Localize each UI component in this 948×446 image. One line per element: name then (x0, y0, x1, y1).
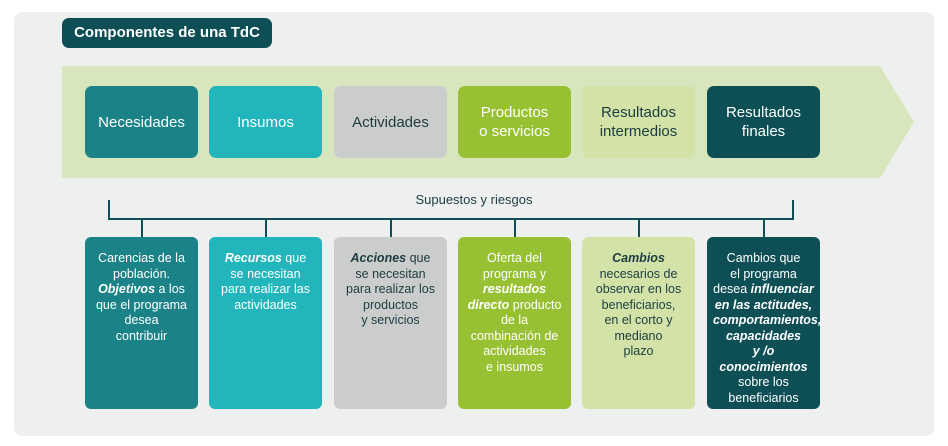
stage-necesidades: Necesidades (85, 86, 198, 158)
stage-actividades: Actividades (334, 86, 447, 158)
description-line: el programa (730, 266, 797, 281)
description-line: e insumos (486, 359, 543, 374)
stage-label-line: finales (741, 123, 786, 140)
stage-label-line: Necesidades (98, 113, 185, 131)
description-line: comportamientos, (713, 313, 822, 327)
description-line: Recursos que (224, 251, 307, 265)
description-line: en las actitudes, (714, 297, 813, 312)
description-line: beneficiarios (728, 390, 799, 405)
description-line: desea (124, 313, 159, 327)
description-line: para realizar los (346, 282, 435, 296)
description-line: capacidades (725, 328, 802, 343)
assumptions-risks-label: Supuestos y riesgos (415, 192, 533, 207)
description-line: sobre los (738, 375, 789, 389)
connector-line (762, 219, 765, 237)
description-line: plazo (623, 344, 654, 358)
stage-label-line: o servicios (479, 123, 550, 140)
description-line: necesarios de (599, 266, 678, 281)
bracket-left-end (108, 200, 110, 219)
description-line: actividades (483, 344, 546, 358)
stage-label-line: Actividades (352, 113, 429, 131)
description-line: actividades (234, 297, 297, 312)
description-line: se necesitan (230, 266, 301, 281)
stage-label-line: Resultados (725, 104, 802, 121)
description-line: programa y (482, 266, 547, 281)
stage-label-line: Resultados (600, 104, 677, 121)
connector-line (513, 219, 516, 237)
stage-label-line: intermedios (599, 123, 678, 140)
description-line: contribuir (115, 328, 168, 343)
description-line: Acciones que (350, 251, 431, 265)
description-line: mediano (614, 328, 663, 343)
description-line: observar en los (595, 282, 682, 296)
description-line: de la (500, 313, 529, 327)
description-line: población. (113, 266, 170, 281)
description-line: combinación de (470, 328, 559, 343)
stage-resultados-intermedios: Resultados intermedios (582, 86, 695, 158)
description-line: y /o (752, 344, 775, 358)
stage-insumos: Insumos (209, 86, 322, 158)
description-line: en el corto y (604, 313, 673, 327)
description-line: Cambios (612, 251, 665, 265)
description-line: desea influenciar (713, 282, 814, 296)
description-line: beneficiarios, (601, 297, 676, 312)
description-line: directo producto (467, 297, 562, 312)
connector-line (389, 219, 392, 237)
description-line: y servicios (361, 313, 420, 327)
connector-line (264, 219, 267, 237)
stage-label-line: Insumos (237, 113, 294, 131)
description-line: para realizar las (221, 282, 310, 296)
description-line: se necesitan (355, 266, 426, 281)
bracket-right-end (792, 200, 794, 219)
description-line: Cambios que (726, 251, 801, 265)
description-line: productos (363, 297, 418, 312)
diagram-title: Componentes de una TdC (62, 18, 272, 48)
description-line: conocimientos (719, 359, 808, 374)
connector-line (637, 219, 640, 237)
description-line: resultados (482, 282, 547, 296)
description-line: Objetivos a los (98, 282, 185, 296)
stage-label-line: Productos (480, 104, 549, 121)
connector-line (140, 219, 143, 237)
description-line: que el programa (95, 297, 188, 312)
description-line: Carencias de la (98, 251, 185, 265)
bracket-horizontal-line (108, 218, 794, 220)
stage-resultados-finales: Resultados finales (707, 86, 820, 158)
stage-productos: Productos o servicios (458, 86, 571, 158)
description-line: Oferta del (487, 251, 542, 265)
